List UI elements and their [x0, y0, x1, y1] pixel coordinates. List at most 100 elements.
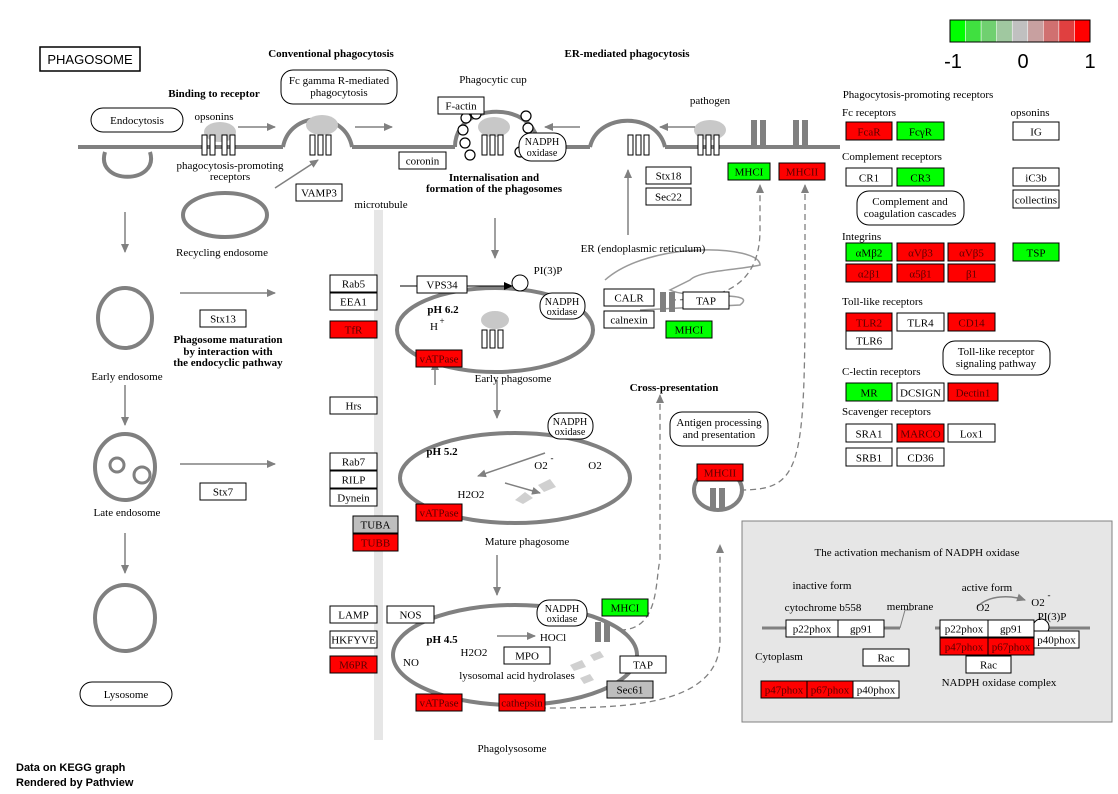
gene-node-mr[interactable]: MR	[845, 382, 893, 402]
gene-node-tlr6[interactable]: TLR6	[845, 330, 893, 350]
gene-box[interactable]	[947, 312, 996, 332]
gene-box[interactable]	[329, 320, 378, 339]
gene-box[interactable]	[503, 646, 551, 665]
gene-node-tap1[interactable]: TAP	[682, 291, 730, 310]
gene-node-mhcii_top[interactable]: MHCII	[778, 162, 826, 181]
gene-node-mpo[interactable]: MPO	[503, 646, 551, 665]
gene-node-vatpase3[interactable]: vATPase	[415, 693, 463, 712]
gene-node-stx18[interactable]: Stx18	[645, 166, 692, 185]
gene-box[interactable]	[896, 447, 945, 467]
gene-node-vatpase2[interactable]: vATPase	[415, 503, 463, 522]
gene-node-p47_in[interactable]: p47phox	[760, 680, 808, 699]
gene-node-cr3[interactable]: CR3	[896, 167, 945, 187]
gene-box[interactable]	[199, 309, 247, 328]
gene-node-calnexin[interactable]: calnexin	[603, 310, 655, 329]
gene-box[interactable]	[896, 242, 945, 262]
gene-node-tubb[interactable]: TUBB	[352, 533, 399, 552]
gene-box[interactable]	[329, 630, 378, 649]
gene-node-mhcii_mid[interactable]: MHCII	[696, 463, 744, 482]
gene-node-rab7[interactable]: Rab7	[329, 452, 378, 471]
gene-box[interactable]	[852, 680, 900, 699]
gene-node-tsp[interactable]: TSP	[1012, 242, 1060, 262]
gene-node-ig[interactable]: IG	[1012, 121, 1060, 141]
gene-box[interactable]	[947, 242, 996, 262]
gene-node-cd36[interactable]: CD36	[896, 447, 945, 467]
gene-box[interactable]	[329, 470, 378, 489]
gene-box[interactable]	[987, 619, 1035, 638]
gene-node-amb2[interactable]: αMβ2	[845, 242, 893, 262]
gene-node-a2b1[interactable]: α2β1	[845, 263, 893, 283]
gene-node-p67_in[interactable]: p67phox	[806, 680, 854, 699]
gene-box[interactable]	[947, 263, 996, 283]
gene-node-avb3[interactable]: αVβ3	[896, 242, 945, 262]
gene-box[interactable]	[1033, 630, 1080, 649]
gene-node-tap2[interactable]: TAP	[619, 655, 667, 674]
gene-node-calr[interactable]: CALR	[603, 288, 655, 307]
gene-box[interactable]	[862, 648, 910, 667]
gene-box[interactable]	[1012, 189, 1060, 209]
gene-node-rac_in[interactable]: Rac	[862, 648, 910, 667]
gene-node-fcgr[interactable]: FcγR	[896, 121, 945, 141]
gene-box[interactable]	[896, 382, 945, 402]
gene-node-mhci_er[interactable]: MHCI	[665, 320, 713, 339]
gene-box[interactable]	[329, 605, 378, 624]
gene-box[interactable]	[415, 693, 463, 712]
gene-node-p40_act[interactable]: p40phox	[1033, 630, 1080, 649]
gene-box[interactable]	[845, 263, 893, 283]
gene-box[interactable]	[1012, 242, 1060, 262]
gene-node-vatpase1[interactable]: vATPase	[415, 349, 463, 368]
gene-box[interactable]	[329, 452, 378, 471]
gene-box[interactable]	[896, 423, 945, 443]
gene-node-vps34[interactable]: VPS34	[416, 275, 468, 294]
gene-node-marco[interactable]: MARCO	[896, 423, 945, 443]
gene-node-mhci_top[interactable]: MHCI	[727, 162, 771, 181]
gene-box[interactable]	[415, 349, 463, 368]
gene-box[interactable]	[329, 292, 378, 311]
gene-node-eea1[interactable]: EEA1	[329, 292, 378, 311]
gene-box[interactable]	[845, 121, 893, 141]
gene-box[interactable]	[329, 488, 378, 507]
gene-node-cr1[interactable]: CR1	[845, 167, 893, 187]
gene-node-dynein[interactable]: Dynein	[329, 488, 378, 507]
gene-box[interactable]	[352, 515, 399, 534]
gene-box[interactable]	[329, 274, 378, 293]
gene-node-p22_act[interactable]: p22phox	[939, 619, 989, 638]
gene-node-avb5[interactable]: αVβ5	[947, 242, 996, 262]
gene-box[interactable]	[896, 263, 945, 283]
gene-box[interactable]	[696, 463, 744, 482]
gene-box[interactable]	[947, 382, 999, 402]
gene-node-lamp[interactable]: LAMP	[329, 605, 378, 624]
gene-box[interactable]	[619, 655, 667, 674]
gene-box[interactable]	[896, 312, 945, 332]
gene-node-lox1[interactable]: Lox1	[947, 423, 996, 443]
gene-node-p67_act[interactable]: p67phox	[987, 637, 1035, 656]
gene-node-tlr2[interactable]: TLR2	[845, 312, 893, 332]
gene-node-dcsign[interactable]: DCSIGN	[896, 382, 945, 402]
gene-box[interactable]	[837, 619, 885, 638]
gene-box[interactable]	[601, 598, 649, 617]
gene-box[interactable]	[603, 288, 655, 307]
gene-node-collectins[interactable]: collectins	[1012, 189, 1060, 209]
gene-box[interactable]	[386, 605, 435, 624]
gene-box[interactable]	[1012, 167, 1060, 187]
gene-node-p22_in[interactable]: p22phox	[785, 619, 839, 638]
gene-box[interactable]	[778, 162, 826, 181]
gene-box[interactable]	[947, 423, 996, 443]
gene-node-cathepsin[interactable]: cathepsin	[498, 693, 546, 712]
gene-node-p47_act[interactable]: p47phox	[939, 637, 989, 656]
gene-box[interactable]	[295, 183, 343, 202]
gene-box[interactable]	[606, 680, 654, 699]
gene-box[interactable]	[498, 693, 546, 712]
gene-box[interactable]	[845, 242, 893, 262]
gene-node-stx13[interactable]: Stx13	[199, 309, 247, 328]
gene-node-sec61[interactable]: Sec61	[606, 680, 654, 699]
gene-node-dectin1[interactable]: Dectin1	[947, 382, 999, 402]
gene-node-sec22[interactable]: Sec22	[645, 187, 692, 206]
gene-node-rilp[interactable]: RILP	[329, 470, 378, 489]
gene-node-srb1[interactable]: SRB1	[845, 447, 893, 467]
gene-box[interactable]	[845, 423, 893, 443]
gene-node-rab5[interactable]: Rab5	[329, 274, 378, 293]
gene-node-a5b1[interactable]: α5β1	[896, 263, 945, 283]
gene-box[interactable]	[665, 320, 713, 339]
gene-node-tuba[interactable]: TUBA	[352, 515, 399, 534]
